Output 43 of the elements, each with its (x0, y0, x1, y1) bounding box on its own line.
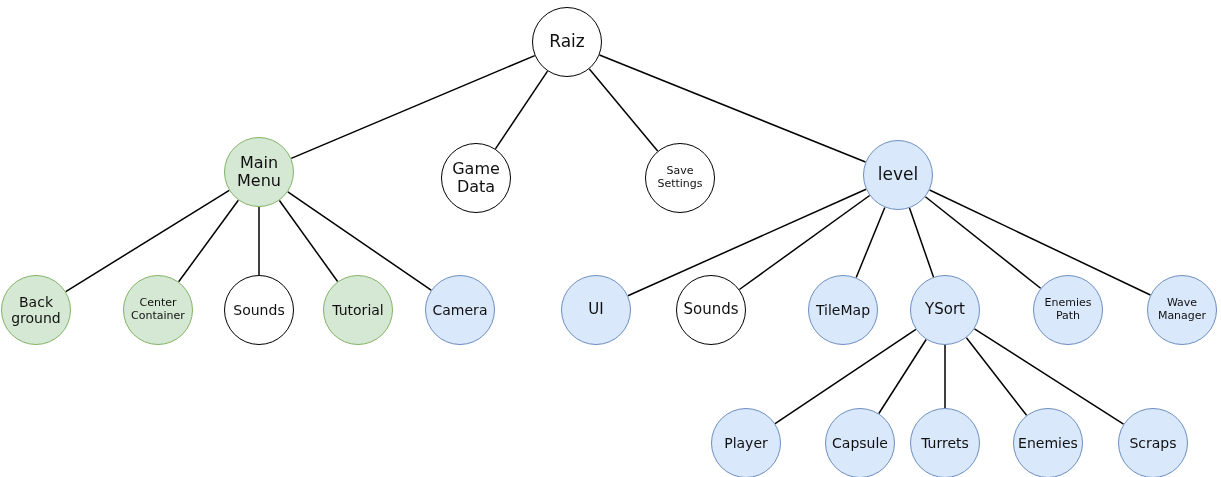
node-label: Tutorial (332, 301, 384, 319)
node-label: UI (588, 301, 604, 319)
node-label: level (877, 165, 919, 185)
node-label: Back ground (10, 293, 62, 327)
node-label: Scraps (1129, 434, 1177, 452)
connector-line (855, 206, 886, 279)
connector-line (973, 328, 1125, 425)
node-label: Enemies Path (1043, 297, 1093, 323)
node-label: Save Settings (656, 165, 704, 191)
connector-line (928, 189, 1152, 296)
connector-line (627, 188, 867, 297)
connector-line (290, 54, 536, 160)
connector-line (908, 207, 935, 278)
connector-line (177, 199, 240, 283)
node-label: Wave Manager (1156, 297, 1208, 323)
node-label: Center Container (130, 297, 186, 323)
node-label: Camera (432, 301, 488, 319)
node-label: Main Menu (236, 153, 282, 191)
node-label: Game Data (451, 159, 501, 197)
node-label: Sounds (233, 301, 285, 319)
node-label: TileMap (815, 301, 871, 319)
connector-line (278, 199, 339, 283)
connector-line (965, 336, 1028, 417)
circle-node (224, 137, 294, 207)
connector-line (494, 70, 549, 150)
connector-line (878, 338, 927, 415)
circle-node (910, 275, 980, 345)
connector-line (924, 196, 1042, 289)
connector-line (588, 68, 659, 152)
node-label: Raiz (549, 32, 585, 52)
node-label: Enemies (1018, 434, 1078, 452)
node-label: YSort (925, 301, 965, 319)
connector-line (258, 206, 260, 276)
connector-line (944, 344, 946, 409)
connector-line (65, 189, 230, 293)
node-label: Turrets (921, 434, 969, 452)
connector-line (774, 328, 917, 425)
node-label: Player (724, 434, 768, 452)
connector-line (598, 54, 867, 163)
connector-line (738, 194, 871, 291)
connector-line (287, 191, 432, 291)
node-label: Sounds (683, 301, 739, 319)
node-label: Capsule (832, 434, 888, 452)
